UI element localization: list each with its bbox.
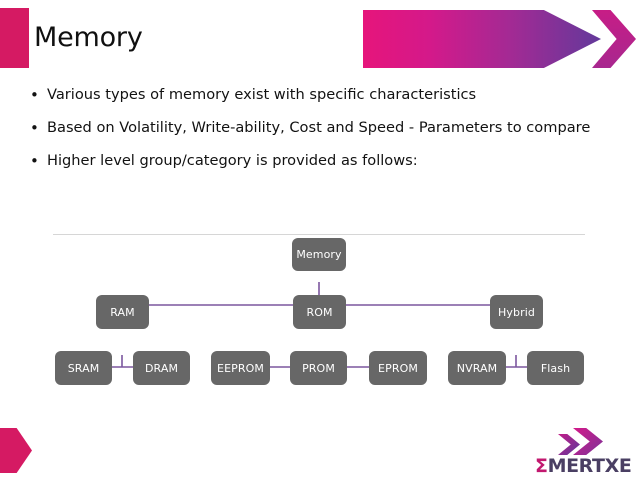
node-label: DRAM (144, 361, 179, 375)
diagram-node-rom[interactable]: ROM (293, 295, 346, 329)
logo-chevron-inner-icon (558, 434, 580, 455)
diagram-divider (53, 234, 585, 235)
page-title: Memory (34, 22, 143, 53)
bullet-marker-icon: • (30, 152, 39, 170)
diagram-node-memory[interactable]: Memory (292, 238, 346, 271)
bullet-marker-icon: • (30, 119, 39, 137)
logo-wordmark: ΣMERTXE (535, 455, 632, 477)
diagram-node-eprom[interactable]: EPROM (369, 351, 427, 385)
diagram-node-dram[interactable]: DRAM (133, 351, 190, 385)
diagram-node-ram[interactable]: RAM (96, 295, 149, 329)
node-label: Hybrid (498, 305, 535, 319)
list-item: • Higher level group/category is provide… (30, 150, 612, 172)
diagram-node-nvram[interactable]: NVRAM (448, 351, 506, 385)
bullet-text: Various types of memory exist with speci… (47, 86, 477, 103)
node-label: NVRAM (456, 361, 498, 375)
node-label: Memory (296, 248, 342, 261)
list-item: • Based on Volatility, Write-ability, Co… (30, 117, 612, 139)
diagram-node-flash[interactable]: Flash (527, 351, 584, 385)
logo-chevron-outer-icon (573, 428, 603, 455)
footer-chevron-icon (0, 428, 32, 473)
memory-hierarchy-diagram: Memory RAM ROM Hybrid SRAM DRAM EEPROM P… (0, 225, 638, 400)
title-accent-block (0, 8, 29, 68)
node-label: SRAM (67, 361, 100, 375)
node-label: EEPROM (217, 361, 264, 375)
node-label: Flash (540, 361, 571, 375)
brand-logo: ΣMERTXE (525, 428, 632, 477)
header-banner-arrow (363, 10, 601, 68)
diagram-node-eeprom[interactable]: EEPROM (211, 351, 270, 385)
slide-header: Memory (0, 0, 638, 80)
node-label: EPROM (378, 361, 418, 375)
bullet-text: Higher level group/category is provided … (47, 152, 418, 169)
bullet-marker-icon: • (30, 86, 39, 104)
node-label: ROM (306, 305, 333, 319)
bullet-list: • Various types of memory exist with spe… (30, 84, 612, 183)
logo-wordmark-text: MERTXE (547, 455, 632, 477)
bullet-text: Based on Volatility, Write-ability, Cost… (47, 119, 591, 136)
diagram-node-sram[interactable]: SRAM (55, 351, 112, 385)
diagram-node-prom[interactable]: PROM (290, 351, 347, 385)
node-label: RAM (110, 305, 135, 319)
logo-sigma-glyph: Σ (535, 455, 548, 477)
node-label: PROM (302, 361, 335, 375)
diagram-node-hybrid[interactable]: Hybrid (490, 295, 543, 329)
list-item: • Various types of memory exist with spe… (30, 84, 612, 106)
